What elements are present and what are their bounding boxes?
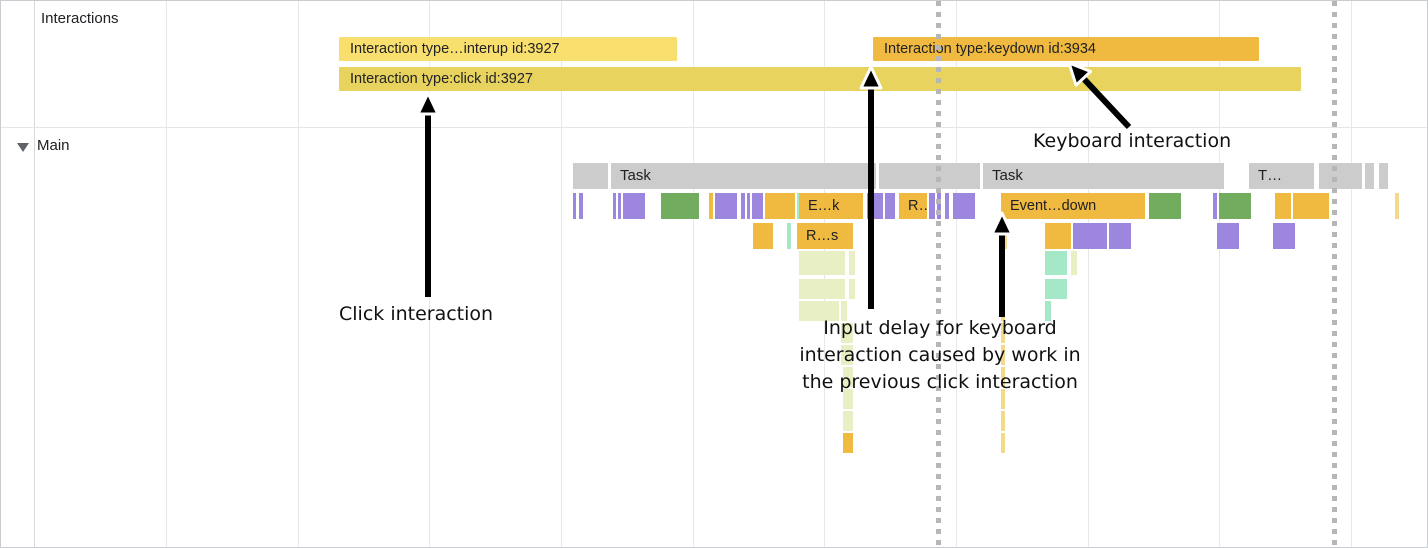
click-interaction-annotation-arrow (416, 91, 440, 297)
keyboard-interaction-annotation-arrow (1067, 61, 1132, 130)
task-block[interactable]: T… (1249, 163, 1315, 189)
flame-block[interactable] (841, 323, 853, 343)
flame-block[interactable] (843, 411, 853, 431)
flame-block[interactable] (1001, 411, 1005, 431)
flame-block[interactable] (799, 251, 845, 275)
flame-block[interactable] (929, 193, 935, 219)
gridline (561, 1, 562, 547)
gridline (693, 1, 694, 547)
interaction-bar-pointer-bar[interactable]: Interaction type…interup id:3927 (339, 37, 677, 61)
flame-block[interactable] (843, 433, 853, 453)
flame-block[interactable] (841, 345, 853, 365)
track-label-gutter-rule (34, 1, 35, 547)
task-block[interactable] (1365, 163, 1375, 189)
flame-block[interactable] (1045, 251, 1067, 275)
gridline (298, 1, 299, 547)
flame-block[interactable] (1275, 193, 1291, 219)
flame-block[interactable] (945, 193, 949, 219)
gridline (956, 1, 957, 547)
triangle-down-icon[interactable] (17, 143, 29, 152)
flame-block[interactable] (1001, 345, 1005, 365)
flame-block-labeled[interactable]: E…k (799, 193, 863, 219)
flame-block[interactable] (843, 389, 853, 409)
flame-block[interactable] (1217, 223, 1239, 249)
flame-block[interactable] (1073, 223, 1107, 249)
flame-block[interactable] (1001, 323, 1005, 343)
track-label-interactions[interactable]: Interactions (41, 10, 119, 27)
flame-block[interactable] (1395, 193, 1399, 219)
flame-block[interactable] (841, 301, 847, 321)
flame-block[interactable] (765, 193, 795, 219)
flame-block[interactable] (1001, 367, 1005, 387)
interaction-bar-click-bar[interactable]: Interaction type:click id:3927 (339, 67, 1301, 91)
flame-block[interactable] (1219, 193, 1251, 219)
task-block[interactable] (1319, 163, 1363, 189)
flame-block[interactable] (661, 193, 699, 219)
task-block[interactable] (573, 163, 609, 189)
flame-block[interactable] (1109, 223, 1131, 249)
keyboard-interaction-annotation: Keyboard interaction (1033, 130, 1232, 152)
flame-block[interactable] (885, 193, 895, 219)
flame-block[interactable] (715, 193, 737, 219)
task-block[interactable] (1379, 163, 1389, 189)
flame-block[interactable] (618, 193, 621, 219)
gridline (1351, 1, 1352, 547)
flame-block-labeled[interactable]: R…s (797, 223, 847, 249)
marker-line-2[interactable] (1332, 1, 1337, 547)
flame-block[interactable] (709, 193, 713, 219)
flame-block[interactable] (849, 251, 855, 275)
flame-block[interactable] (613, 193, 616, 219)
task-block[interactable] (879, 163, 981, 189)
flame-block[interactable] (787, 223, 791, 249)
flame-block[interactable] (843, 367, 853, 387)
flame-block[interactable] (573, 193, 576, 219)
task-block[interactable]: Task (983, 163, 1225, 189)
input-delay-annotation-arrow (859, 65, 883, 309)
flame-block[interactable] (1149, 193, 1181, 219)
flame-block[interactable] (1273, 223, 1295, 249)
flame-block-labeled[interactable]: R… (899, 193, 927, 219)
flame-block[interactable] (799, 279, 845, 299)
flame-block[interactable] (741, 193, 745, 219)
flame-block[interactable] (752, 193, 763, 219)
flame-block[interactable] (579, 193, 583, 219)
flame-block[interactable] (847, 223, 853, 249)
flame-block[interactable] (799, 301, 839, 321)
track-divider (1, 127, 1427, 128)
flame-block[interactable] (1071, 251, 1077, 275)
flame-block[interactable] (953, 193, 975, 219)
flame-block[interactable] (1213, 193, 1217, 219)
flame-block[interactable] (1001, 433, 1005, 453)
flame-block[interactable] (747, 193, 750, 219)
flame-block[interactable] (623, 193, 645, 219)
track-label-main[interactable]: Main (37, 137, 70, 154)
flame-block[interactable] (1045, 279, 1067, 299)
flame-block[interactable] (1293, 193, 1329, 219)
gridline (166, 1, 167, 547)
flame-block[interactable] (753, 223, 773, 249)
flame-block[interactable] (1045, 301, 1051, 321)
flame-block[interactable] (1001, 389, 1005, 409)
marker-line-1[interactable] (936, 1, 941, 547)
gridline (1219, 1, 1220, 547)
flame-block[interactable] (849, 279, 855, 299)
gridline (1088, 1, 1089, 547)
click-interaction-annotation: Click interaction (339, 303, 494, 325)
flame-block-labeled[interactable]: Event…down (1001, 193, 1145, 219)
flame-block[interactable] (1045, 223, 1071, 249)
input-delay-second-arrow-arrow (990, 211, 1014, 317)
task-block[interactable]: Task (611, 163, 877, 189)
input-delay-annotation: Input delay for keyboard interaction cau… (799, 317, 1081, 393)
